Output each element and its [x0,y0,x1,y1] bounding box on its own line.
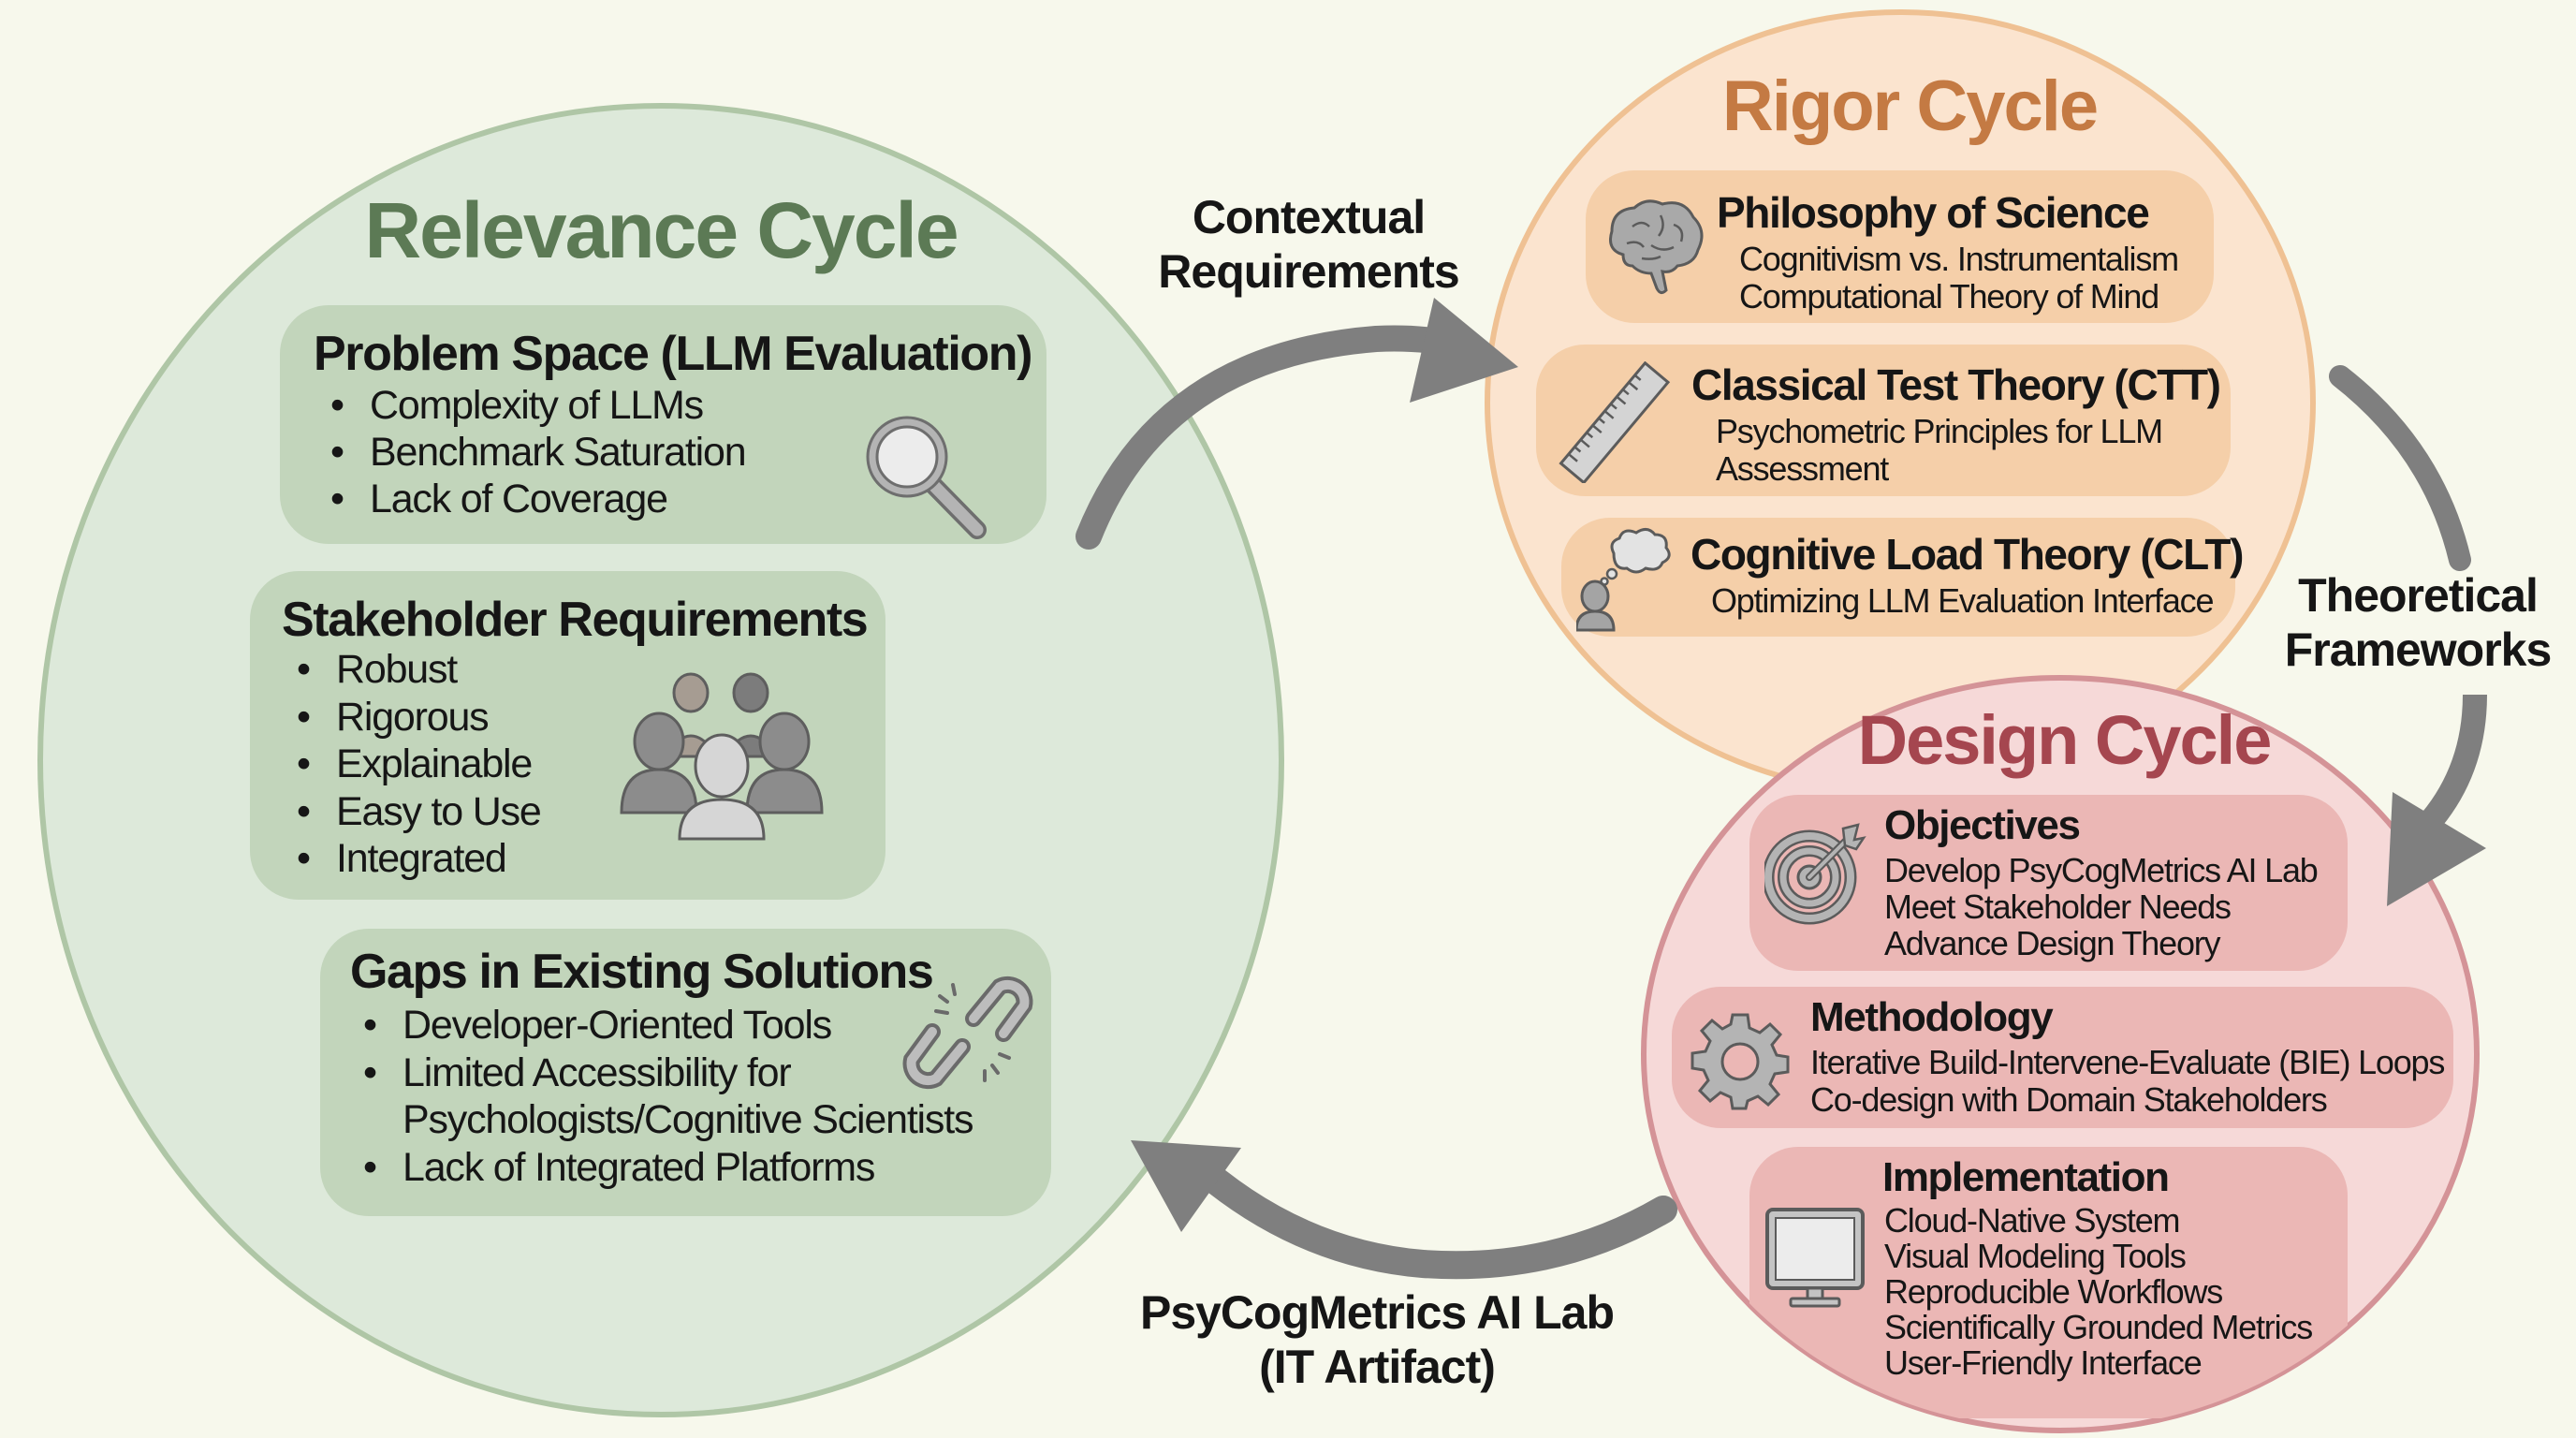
label-line: Frameworks [2284,623,2553,676]
philosophy-line: Computational Theory of Mind [1739,277,2159,315]
objectives-line: Meet Stakeholder Needs [1884,888,2232,926]
problem-space-list: Complexity of LLMs Benchmark Saturation … [323,382,747,522]
objectives-title: Objectives [1884,802,2081,848]
gaps-title: Gaps in Existing Solutions [350,945,934,999]
contextual-requirements-label: Contextual Requirements [1121,191,1496,299]
label-line: Contextual [1192,191,1426,243]
label-line: (IT Artifact) [1259,1340,1496,1393]
ctt-box: Classical Test Theory (CTT) Psychometric… [1536,345,2231,496]
theoretical-frameworks-label: Theoretical Frameworks [2263,569,2572,677]
magnifying-glass-icon [866,416,987,539]
list-item-continuation: Psychologists/Cognitive Scientists [402,1097,973,1142]
thinking-person-icon [1576,528,1671,632]
objectives-box: Objectives Develop PsyCogMetrics AI Lab … [1749,795,2348,971]
ruler-icon [1559,361,1671,483]
ctt-line: Psychometric Principles for LLM [1716,412,2163,450]
implementation-line: Scientifically Grounded Metrics [1884,1308,2313,1346]
rigor-cycle-title: Rigor Cycle [1721,66,2099,146]
design-cycle-title: Design Cycle [1857,701,2273,779]
implementation-title: Implementation [1882,1154,2170,1200]
list-item: Lack of Coverage [323,476,745,522]
list-item: Robust [289,646,541,694]
ctt-title: Classical Test Theory (CTT) [1691,360,2221,409]
methodology-box: Methodology Iterative Build-Intervene-Ev… [1672,987,2453,1128]
stakeholder-requirements-title: Stakeholder Requirements [282,593,869,647]
brain-icon [1609,199,1704,295]
philosophy-box: Philosophy of Science Cognitivism vs. In… [1586,170,2214,323]
gaps-list: Developer-Oriented Tools Limited Accessi… [356,1002,973,1191]
implementation-line: User-Friendly Interface [1884,1343,2203,1382]
implementation-line: Visual Modeling Tools [1884,1237,2187,1275]
broken-chain-icon [902,976,1033,1090]
problem-space-title: Problem Space (LLM Evaluation) [314,327,1032,381]
methodology-line: Iterative Build-Intervene-Evaluate (BIE)… [1810,1043,2445,1081]
implementation-box: Implementation Cloud-Native System Visua… [1749,1147,2348,1418]
contextual-requirements-arrow [1076,298,1518,550]
it-artifact-arrow [1131,1140,1677,1280]
philosophy-title: Philosophy of Science [1717,188,2150,237]
gaps-box: Gaps in Existing Solutions Developer-Ori… [320,929,1051,1216]
objectives-line: Develop PsyCogMetrics AI Lab [1884,851,2319,889]
stakeholder-requirements-box: Stakeholder Requirements Robust Rigorous… [250,571,886,900]
list-item: Benchmark Saturation [323,429,747,476]
clt-line: Optimizing LLM Evaluation Interface [1711,581,2214,620]
implementation-line: Reproducible Workflows [1884,1272,2223,1311]
list-item: Complexity of LLMs [323,382,745,429]
relevance-cycle-title: Relevance Cycle [364,186,959,274]
monitor-icon [1765,1208,1865,1308]
objectives-line: Advance Design Theory [1884,924,2221,962]
it-artifact-label: PsyCogMetrics AI Lab (IT Artifact) [1096,1286,1658,1394]
list-item: Developer-Oriented Tools [356,1002,973,1049]
list-item: Rigorous [289,694,541,741]
target-icon [1764,823,1866,925]
methodology-title: Methodology [1810,994,2054,1040]
problem-space-box: Problem Space (LLM Evaluation) Complexit… [280,305,1046,544]
list-item: Easy to Use [289,788,542,836]
stakeholder-requirements-list: Robust Rigorous Explainable Easy to Use … [289,646,542,883]
clt-title: Cognitive Load Theory (CLT) [1690,530,2244,579]
methodology-line: Co-design with Domain Stakeholders [1810,1080,2328,1119]
people-group-icon [620,672,824,841]
theoretical-frameworks-arrow [2329,365,2487,906]
implementation-line: Cloud-Native System [1884,1201,2181,1240]
label-line: Requirements [1158,244,1459,298]
list-item: Limited Accessibility for [356,1049,973,1097]
label-line: Theoretical [2298,569,2539,622]
list-item: Integrated [289,835,541,883]
label-line: PsyCogMetrics AI Lab [1139,1286,1615,1339]
list-item: Lack of Integrated Platforms [356,1144,973,1192]
clt-box: Cognitive Load Theory (CLT) Optimizing L… [1561,518,2244,637]
list-item: Explainable [289,741,541,788]
gear-icon [1690,1013,1790,1110]
philosophy-line: Cognitivism vs. Instrumentalism [1739,240,2179,278]
ctt-line: Assessment [1716,449,1889,488]
